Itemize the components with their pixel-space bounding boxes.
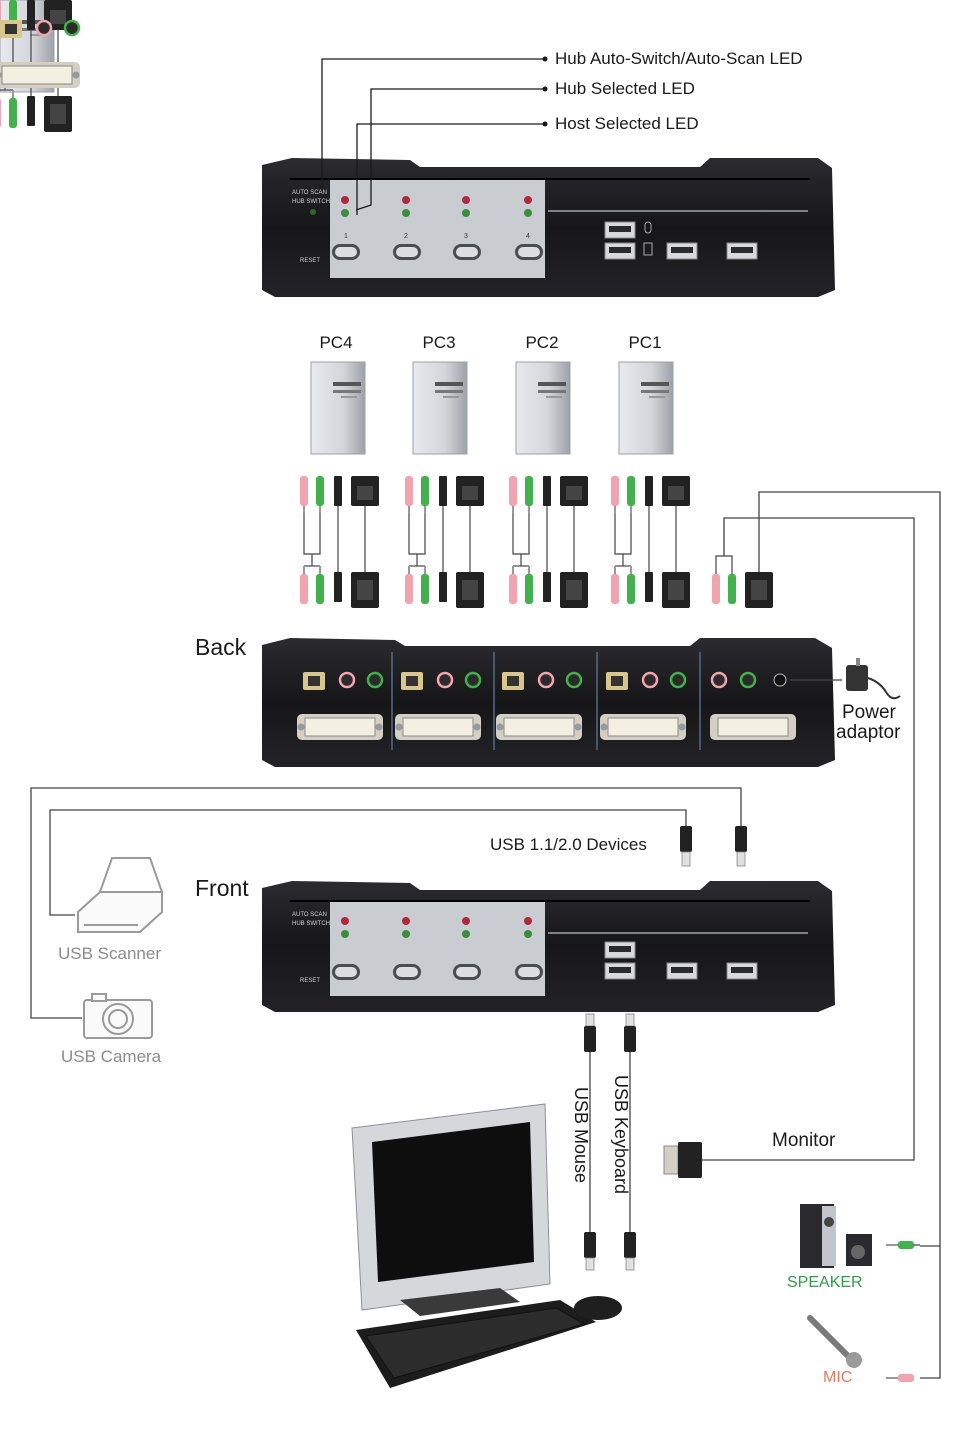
mouse-keyboard-cables — [584, 1013, 636, 1271]
usb-camera-label: USB Camera — [61, 1047, 162, 1066]
usb-port-keyboard — [604, 242, 636, 260]
usb-mouse-label: USB Mouse — [571, 1087, 591, 1184]
callout-host-selected-led: Host Selected LED — [555, 114, 699, 133]
monitor-label: Monitor — [772, 1130, 836, 1151]
svg-text:4: 4 — [526, 233, 530, 240]
svg-text:RESET: RESET — [300, 978, 320, 984]
mouse-device-icon — [574, 1296, 622, 1320]
mic-icon — [807, 1315, 914, 1382]
dc-jack — [773, 673, 787, 687]
scanner-icon — [77, 857, 163, 933]
power-adaptor-icon — [846, 658, 901, 700]
pc-label-2: PC2 — [525, 333, 559, 352]
console-speaker-port — [739, 671, 757, 689]
power-adaptor-label-1: Power — [842, 702, 896, 723]
cable-set-pc2 — [508, 475, 589, 609]
pc-tower-3 — [412, 361, 468, 455]
svg-text:HUB SWITCH: HUB SWITCH — [292, 921, 330, 927]
port-button-2[interactable] — [393, 244, 421, 260]
svg-text:RESET: RESET — [300, 258, 320, 264]
svg-text:2: 2 — [404, 233, 408, 240]
back-label: Back — [195, 634, 247, 660]
svg-text:1: 1 — [344, 233, 348, 240]
cable-set-pc3 — [404, 475, 485, 609]
pc-label-4: PC4 — [319, 333, 353, 352]
cable-set-pc4 — [299, 475, 380, 609]
mic-label: MIC — [823, 1369, 853, 1386]
monitor-dvi-plug — [663, 1142, 702, 1178]
led-row-top — [341, 196, 532, 217]
port-button-3[interactable] — [453, 244, 481, 260]
usb-port-mouse — [604, 221, 636, 239]
pc-label-1: PC1 — [628, 333, 662, 352]
svg-text:AUTO SCAN: AUTO SCAN — [292, 912, 327, 918]
usb-hub-port-2 — [726, 242, 758, 260]
svg-text:HUB SWITCH: HUB SWITCH — [292, 199, 330, 205]
port-button-4[interactable] — [515, 244, 543, 260]
mouse-icon — [644, 221, 652, 234]
pc-tower-4 — [310, 361, 366, 455]
callout-hub-auto-switch-led: Hub Auto-Switch/Auto-Scan LED — [555, 49, 803, 68]
usb-scanner-label: USB Scanner — [58, 944, 161, 963]
callout-hub-selected-led: Hub Selected LED — [555, 79, 695, 98]
kvm-back — [0, 19, 842, 767]
svg-text:AUTO SCAN: AUTO SCAN — [292, 190, 327, 196]
port-button-1[interactable] — [332, 244, 360, 260]
power-adaptor-label-2: adaptor — [836, 722, 901, 743]
usb-hub-port-1 — [666, 242, 698, 260]
svg-text:3: 3 — [464, 233, 468, 240]
console-cables — [702, 491, 941, 1379]
console-mic-port — [710, 671, 728, 689]
kvm-front-bottom: AUTO SCAN HUB SWITCH RESET — [262, 881, 835, 1012]
camera-icon — [83, 993, 153, 1039]
front-label: Front — [195, 875, 249, 901]
monitor-icon — [351, 1103, 551, 1316]
front-panel-top — [330, 180, 545, 278]
usb-device-cables — [30, 787, 748, 1019]
pc-tower-1 — [618, 361, 674, 455]
usb-devices-label: USB 1.1/2.0 Devices — [490, 835, 647, 854]
keyboard-icon — [643, 242, 653, 256]
speaker-label: SPEAKER — [787, 1274, 863, 1291]
keyboard-device-icon — [356, 1300, 596, 1388]
pc-label-3: PC3 — [422, 333, 456, 352]
usb-keyboard-label: USB Keyboard — [611, 1075, 631, 1195]
cable-set-pc1 — [610, 475, 691, 609]
speaker-icon — [800, 1204, 920, 1268]
kvm-front-top: AUTO SCAN HUB SWITCH RESET 1 2 3 4 — [262, 158, 835, 297]
callout-leaders — [321, 58, 545, 215]
pc-tower-2 — [515, 361, 571, 455]
